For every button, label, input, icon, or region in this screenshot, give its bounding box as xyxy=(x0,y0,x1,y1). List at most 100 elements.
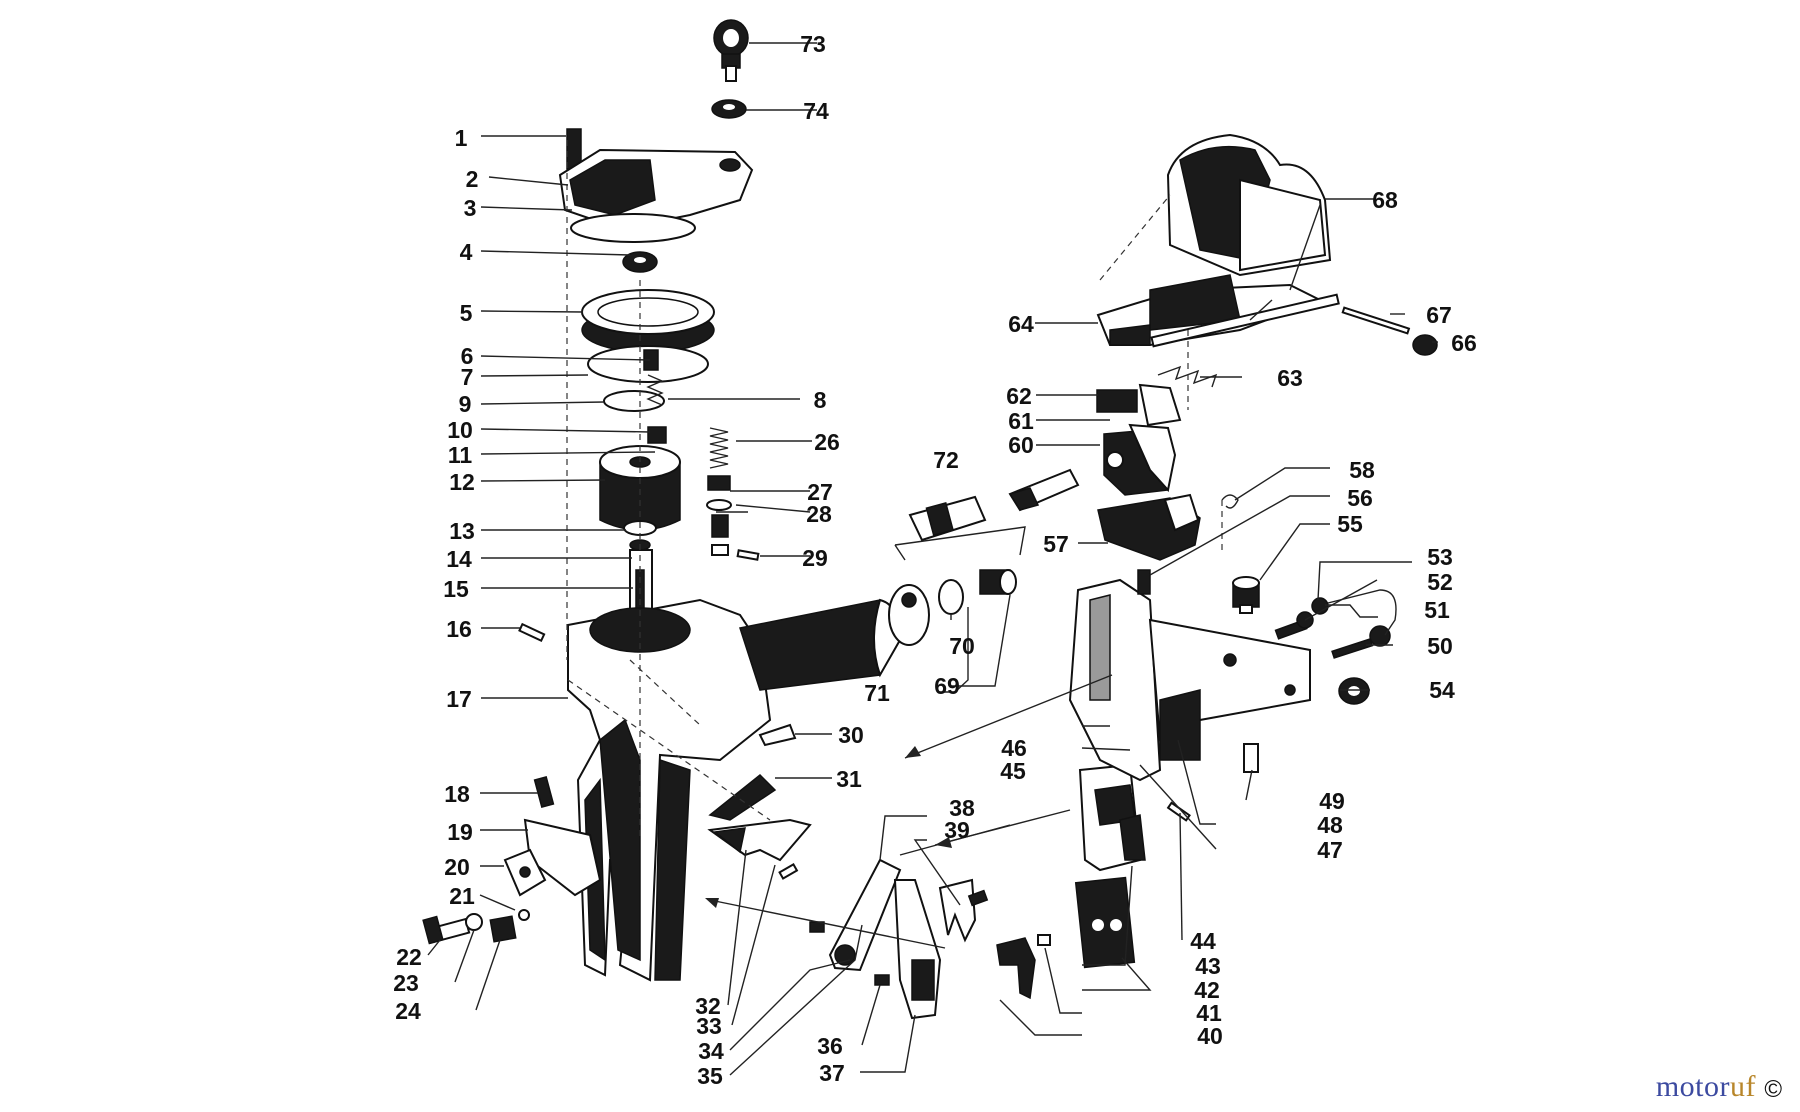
callout-37: 37 xyxy=(819,1060,845,1086)
callout-57: 57 xyxy=(1043,531,1069,557)
callout-49: 49 xyxy=(1319,788,1345,814)
part-5-piston xyxy=(581,289,715,353)
part-29-pin xyxy=(736,549,760,561)
part-72-fitting xyxy=(908,495,987,542)
callout-27: 27 xyxy=(807,479,833,505)
part-69-nipple xyxy=(979,569,1017,595)
part-drawings xyxy=(422,19,1438,1020)
callout-47: 47 xyxy=(1317,837,1343,863)
part-56-screw xyxy=(1137,569,1151,595)
callout-60: 60 xyxy=(1008,432,1034,458)
callout-35: 35 xyxy=(697,1063,723,1089)
callout-66: 66 xyxy=(1451,330,1477,356)
callout-73: 73 xyxy=(800,31,826,57)
callout-51: 51 xyxy=(1424,597,1450,623)
part-48-magazine xyxy=(1068,578,1311,782)
callout-29: 29 xyxy=(802,545,828,571)
part-60-pusher xyxy=(1008,468,1080,512)
callout-34: 34 xyxy=(698,1038,724,1064)
callout-38: 38 xyxy=(949,795,975,821)
part-38-fork xyxy=(938,878,977,943)
callout-62: 62 xyxy=(1006,383,1032,409)
callout-7: 7 xyxy=(461,364,474,390)
callout-42: 42 xyxy=(1194,977,1220,1003)
callout-4: 4 xyxy=(460,239,473,265)
callout-26: 26 xyxy=(814,429,840,455)
part-58-clip xyxy=(1221,494,1239,509)
callout-68: 68 xyxy=(1372,187,1398,213)
part-23-washer xyxy=(465,913,483,931)
callout-50: 50 xyxy=(1427,633,1453,659)
callout-9: 9 xyxy=(459,391,472,417)
part-17-handle xyxy=(739,598,902,691)
part-67-rod xyxy=(1150,293,1340,348)
callout-74: 74 xyxy=(803,98,829,124)
callout-23: 23 xyxy=(393,970,419,996)
leader-lines xyxy=(427,42,1438,1076)
callout-58: 58 xyxy=(1349,457,1375,483)
callout-46: 46 xyxy=(1001,735,1027,761)
part-61-block xyxy=(1103,423,1177,496)
callout-41: 41 xyxy=(1196,1000,1222,1026)
callout-40: 40 xyxy=(1197,1023,1223,1049)
part-73-eye-bolt xyxy=(713,19,749,82)
part-2-top-cap xyxy=(558,148,754,227)
callout-10: 10 xyxy=(447,417,473,443)
callout-71: 71 xyxy=(864,680,890,706)
callout-64: 64 xyxy=(1008,311,1034,337)
callout-20: 20 xyxy=(444,854,470,880)
callout-1: 1 xyxy=(455,125,468,151)
part-63-spring xyxy=(1157,365,1218,388)
callout-44: 44 xyxy=(1190,928,1216,954)
copyright-mark: © xyxy=(1764,1076,1782,1103)
part-70-o-ring xyxy=(938,579,964,615)
part-9-ring xyxy=(603,390,665,412)
part-18-pin xyxy=(533,776,555,808)
part-30-pin xyxy=(758,723,797,747)
callout-32: 32 xyxy=(695,993,721,1019)
brand-logo-part1: motor xyxy=(1655,1070,1730,1103)
callout-36: 36 xyxy=(817,1033,843,1059)
callout-11: 11 xyxy=(448,442,473,468)
callout-2: 2 xyxy=(466,166,479,192)
callout-13: 13 xyxy=(449,518,475,544)
callout-39: 39 xyxy=(944,817,970,843)
callout-48: 48 xyxy=(1317,812,1343,838)
callout-72: 72 xyxy=(933,447,959,473)
callout-3: 3 xyxy=(464,195,477,221)
callout-53: 53 xyxy=(1427,544,1453,570)
part-22-bolt xyxy=(422,915,471,945)
callout-21: 21 xyxy=(449,883,475,909)
callout-24: 24 xyxy=(395,998,421,1024)
part-10-valve xyxy=(647,426,667,444)
callout-16: 16 xyxy=(446,616,472,642)
callout-22: 22 xyxy=(396,944,422,970)
brand-logo: motoruf xyxy=(1656,1070,1756,1104)
part-27-valve-stem xyxy=(707,475,731,491)
callout-63: 63 xyxy=(1277,365,1303,391)
part-71-bracket xyxy=(888,584,930,646)
arrow-31-to-body xyxy=(904,674,1113,759)
callout-55: 55 xyxy=(1337,511,1363,537)
callout-17: 17 xyxy=(446,686,472,712)
part-55-knob xyxy=(1232,576,1260,614)
callout-5: 5 xyxy=(460,300,473,326)
callout-8: 8 xyxy=(814,387,827,413)
part-49-screw xyxy=(1243,743,1259,773)
callout-30: 30 xyxy=(838,722,864,748)
callout-67: 67 xyxy=(1426,302,1452,328)
callout-labels: 1 2 3 4 5 6 7 8 9 10 11 12 13 14 15 16 1… xyxy=(393,31,1477,1089)
part-51-wire xyxy=(1319,589,1397,636)
part-50-spring xyxy=(1331,638,1374,659)
callout-52: 52 xyxy=(1427,569,1453,595)
callout-31: 31 xyxy=(836,766,862,792)
callout-12: 12 xyxy=(449,469,475,495)
arrow-to-body-lower xyxy=(709,899,946,949)
callout-70: 70 xyxy=(949,633,975,659)
callout-61: 61 xyxy=(1008,408,1034,434)
callout-69: 69 xyxy=(934,673,960,699)
callout-54: 54 xyxy=(1429,677,1455,703)
part-64-rail xyxy=(1096,274,1323,346)
part-17-main-body xyxy=(567,598,772,982)
